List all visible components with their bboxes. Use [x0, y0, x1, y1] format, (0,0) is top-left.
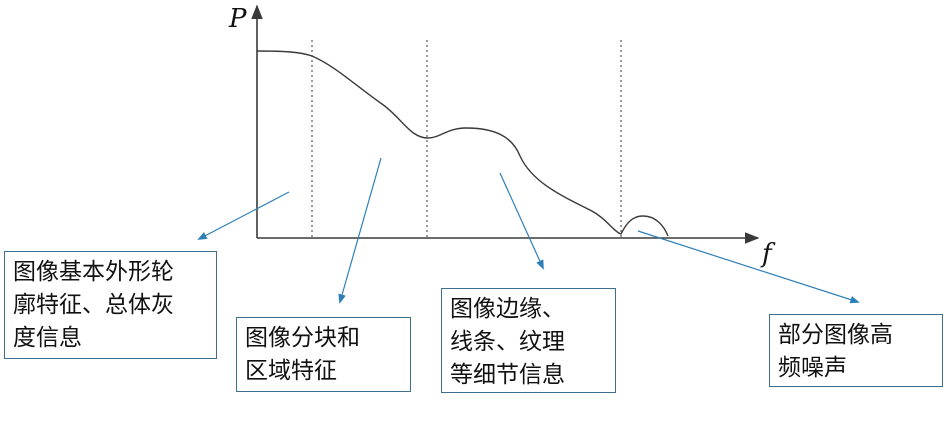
label-box-high-frequency-noise: 部分图像高 频噪声 [769, 314, 943, 387]
box-text-line: 图像分块和 [245, 325, 360, 351]
box-text-line: 线条、纹理 [450, 329, 565, 355]
label-box-low-frequency: 图像基本外形轮 廓特征、总体灰 度信息 [4, 251, 217, 359]
x-axis-label: f [760, 239, 776, 269]
annotation-arrow [197, 191, 290, 240]
annotation-arrow [338, 157, 382, 304]
annotation-arrow [499, 172, 544, 270]
box-text-line: 图像基本外形轮 [13, 259, 174, 285]
box-text-line: 等细节信息 [450, 362, 565, 388]
box-text-line: 图像边缘、 [450, 296, 565, 322]
y-axis-label: P [228, 4, 247, 34]
spectrum-curve [256, 50, 669, 237]
label-box-edge-details: 图像边缘、 线条、纹理 等细节信息 [441, 288, 616, 393]
annotation-arrow [637, 230, 860, 304]
box-text-line: 区域特征 [245, 358, 337, 384]
box-text-line: 频噪声 [778, 355, 847, 381]
box-text-line: 度信息 [13, 325, 82, 351]
box-text-line: 部分图像高 [778, 322, 893, 348]
label-box-region-features: 图像分块和 区域特征 [236, 317, 411, 392]
box-text-line: 廓特征、总体灰 [13, 292, 174, 318]
